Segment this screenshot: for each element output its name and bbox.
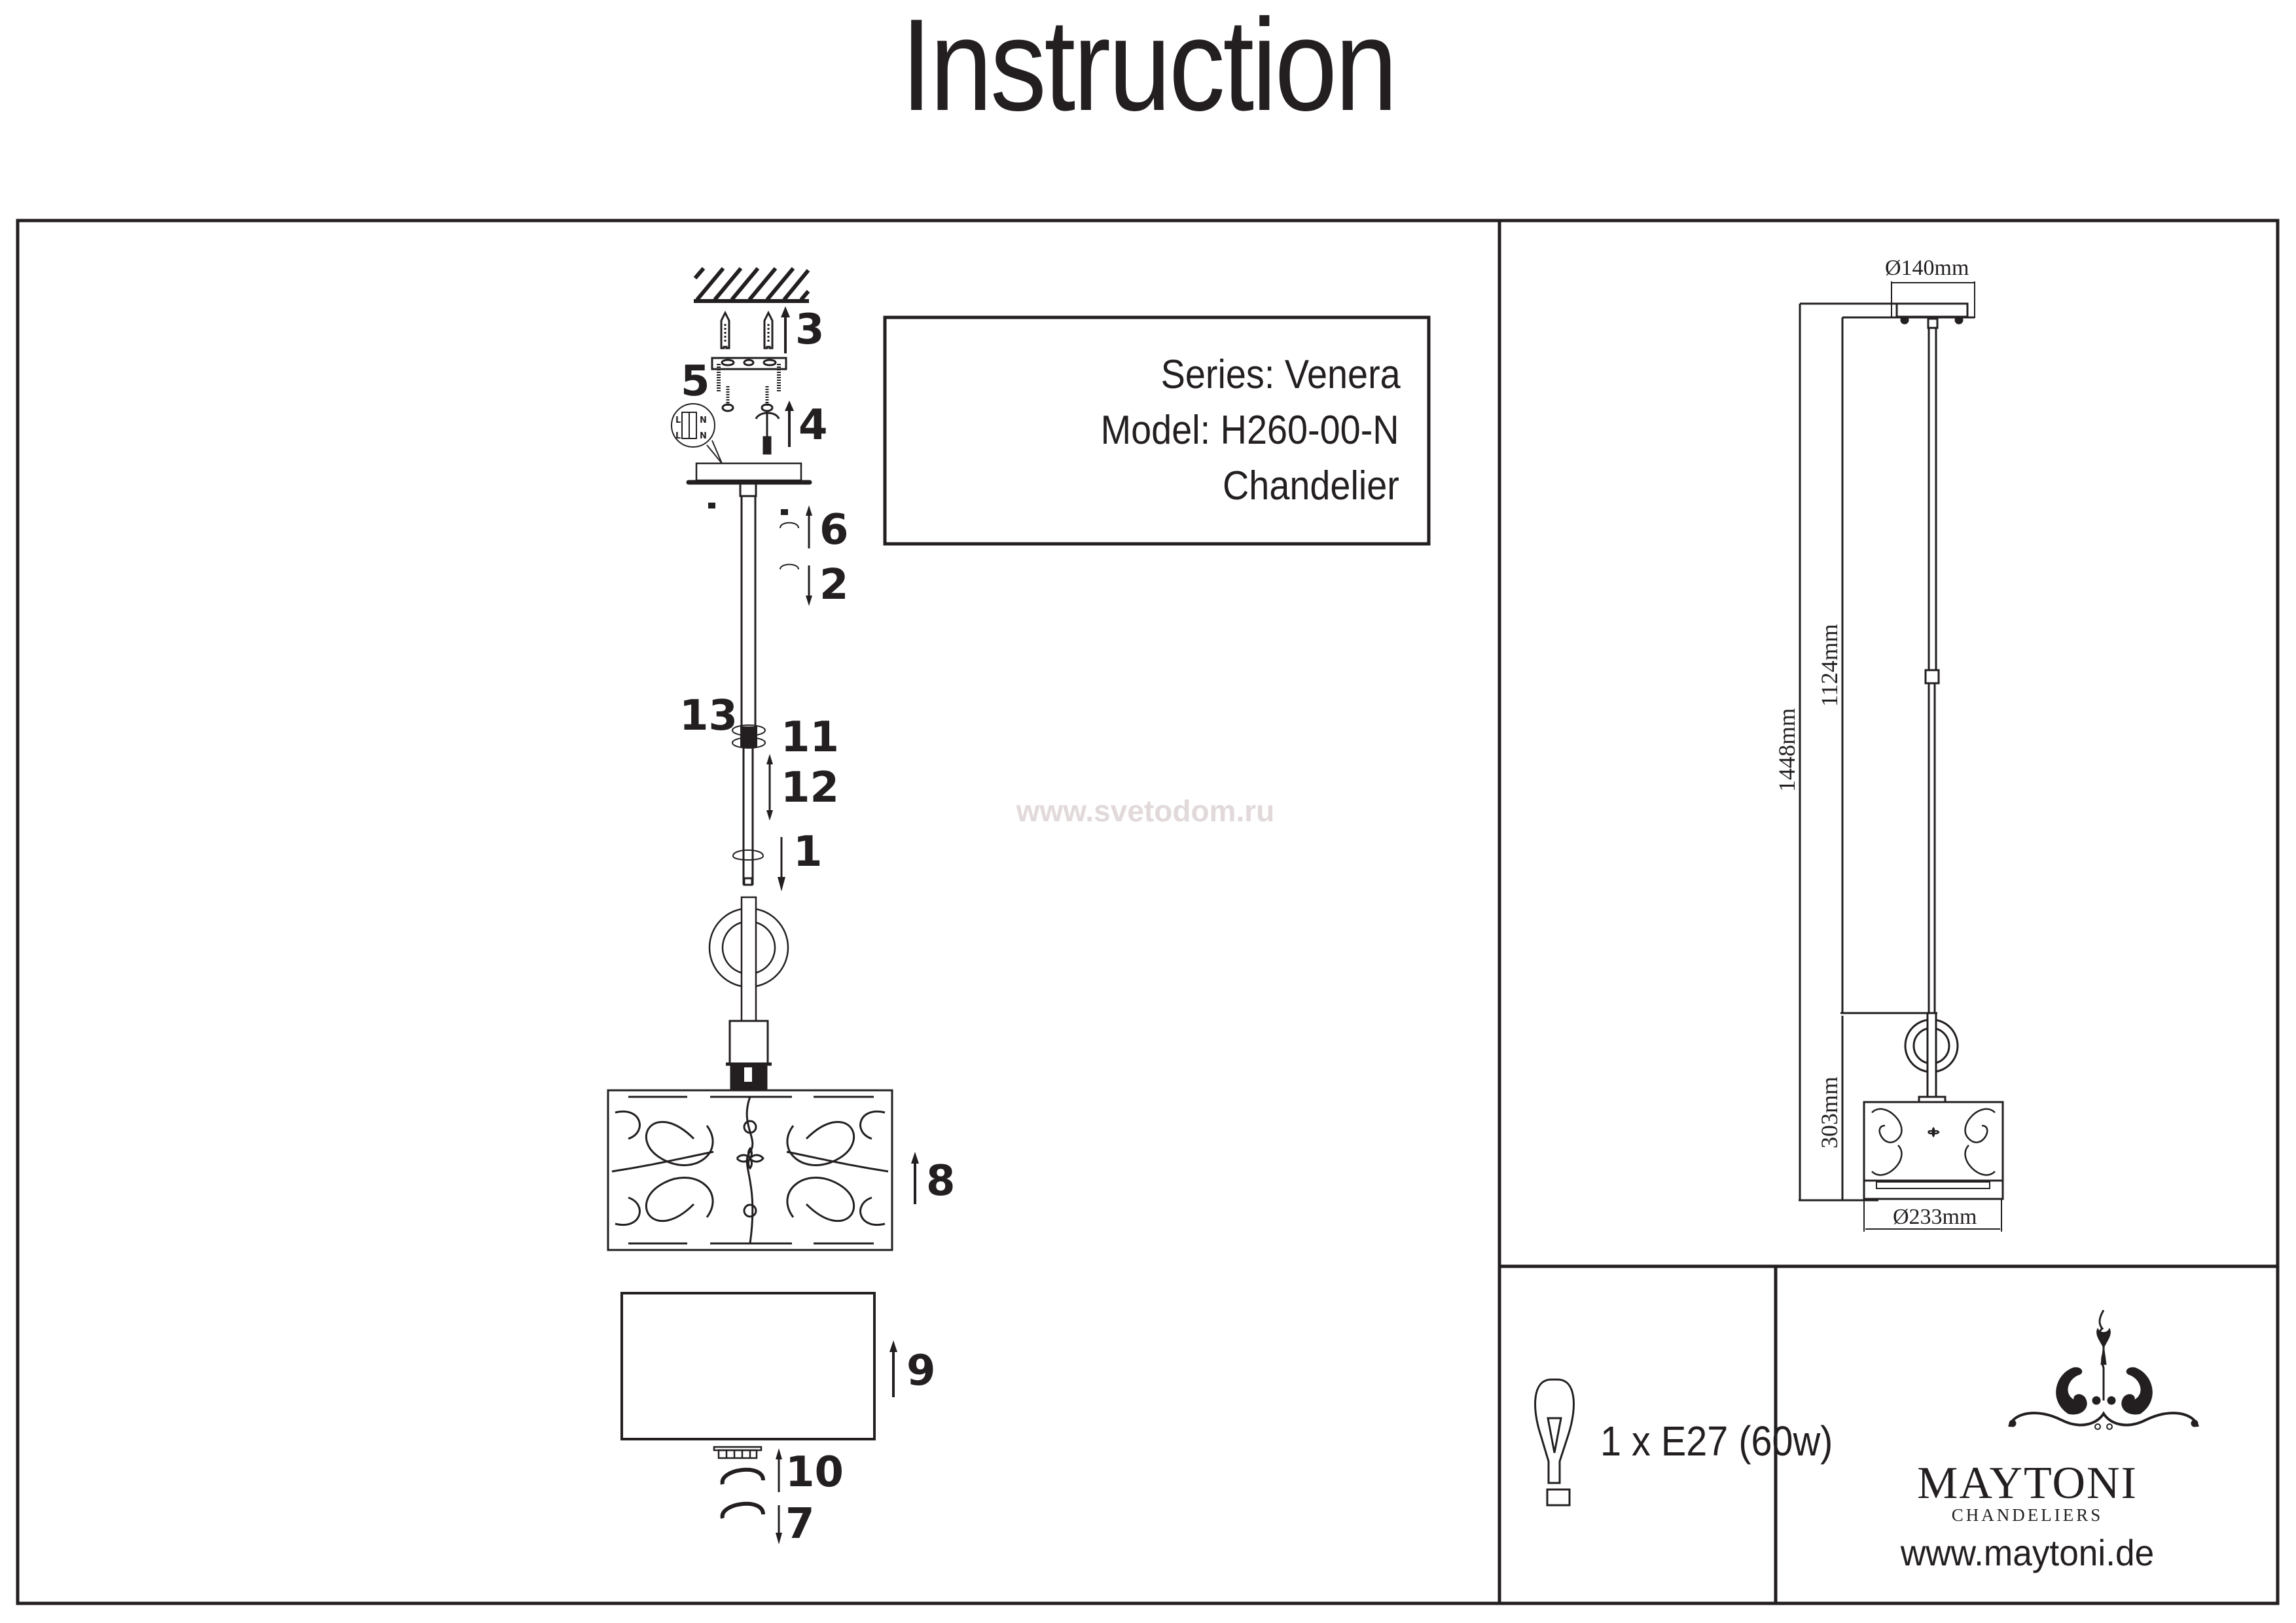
lamp-socket — [726, 1020, 772, 1092]
canopy-diameter-label: Ø140mm — [1885, 256, 1969, 280]
step-label-1: 1 — [793, 828, 823, 876]
product-info-box — [883, 315, 1431, 546]
outer-frame — [16, 219, 2280, 1605]
step-label-6: 6 — [819, 506, 849, 554]
arrowhead — [889, 1340, 897, 1352]
model-label: Model: H260-00-N — [1101, 408, 1399, 453]
screw-icon — [721, 386, 774, 412]
step-label-3: 3 — [795, 306, 825, 354]
wiring-label-n-bottom: N — [700, 431, 707, 441]
arrowhead — [785, 401, 794, 411]
arrowhead — [776, 1448, 782, 1459]
step-label-7: 7 — [785, 1500, 815, 1548]
wall-plug-icon — [720, 310, 774, 349]
total-height-label: 1448mm — [1774, 708, 1800, 792]
brand-url-link[interactable]: www.maytoni.de — [1900, 1532, 2155, 1573]
step-label-5: 5 — [681, 357, 710, 406]
watermark: www.svetodom.ru — [1016, 794, 1275, 828]
product-type-label: Chandelier — [1223, 463, 1399, 508]
arrowhead — [806, 505, 812, 516]
step-label-2: 2 — [819, 561, 849, 609]
maytoni-ornament-icon — [2008, 1310, 2199, 1430]
body-height-label: 303mm — [1816, 1077, 1842, 1149]
fabric-shade — [620, 1292, 876, 1440]
series-label: Series: Venera — [1160, 352, 1401, 397]
rotate-icon — [780, 522, 799, 570]
step-label-9: 9 — [906, 1347, 936, 1395]
wiring-terminal-icon — [671, 403, 723, 464]
ceiling-hatch-icon — [693, 267, 810, 303]
shade-diameter-label: Ø233mm — [1893, 1205, 1977, 1229]
wiring-label-l-top: L — [675, 416, 681, 425]
arrowhead — [778, 877, 785, 891]
step-label-13: 13 — [679, 692, 738, 740]
ceiling-canopy — [686, 462, 812, 485]
light-bulb-icon — [1534, 1378, 1575, 1507]
filigree-shade — [607, 1089, 893, 1251]
rotate-icon — [720, 1467, 765, 1519]
arrowhead — [766, 754, 773, 764]
rotate-icon — [732, 849, 764, 861]
arrowhead — [806, 596, 812, 606]
arrowhead — [781, 306, 790, 317]
step-label-11: 11 — [781, 713, 840, 762]
bottom-ring-nut-icon — [713, 1446, 762, 1459]
step-label-10: 10 — [785, 1448, 844, 1497]
rod-length-label: 1124mm — [1816, 624, 1842, 707]
arrowhead — [776, 1533, 782, 1544]
rod-coupler-icon — [732, 724, 766, 749]
screwdriver-icon — [755, 412, 780, 455]
cap-nut-icon — [708, 503, 788, 515]
wiring-label-n-top: N — [700, 416, 707, 425]
decorative-ring — [708, 896, 789, 1023]
suspension-rod — [739, 482, 757, 886]
bulb-spec: 1 x E27 (60w) — [1600, 1418, 1833, 1465]
brand-name: MAYTONI — [1917, 1458, 2138, 1508]
arrowhead — [766, 810, 773, 821]
dimension-drawing — [1799, 281, 2004, 1232]
brand-subtitle: CHANDELIERS — [1951, 1505, 2104, 1525]
mounting-bracket-icon — [711, 357, 787, 391]
step-label-12: 12 — [781, 764, 840, 812]
wiring-label-l-bottom: L — [675, 431, 681, 441]
step-label-4: 4 — [798, 401, 828, 450]
arrowhead — [911, 1152, 919, 1164]
step-label-8: 8 — [926, 1157, 956, 1205]
page-title: Instruction — [901, 0, 1397, 138]
